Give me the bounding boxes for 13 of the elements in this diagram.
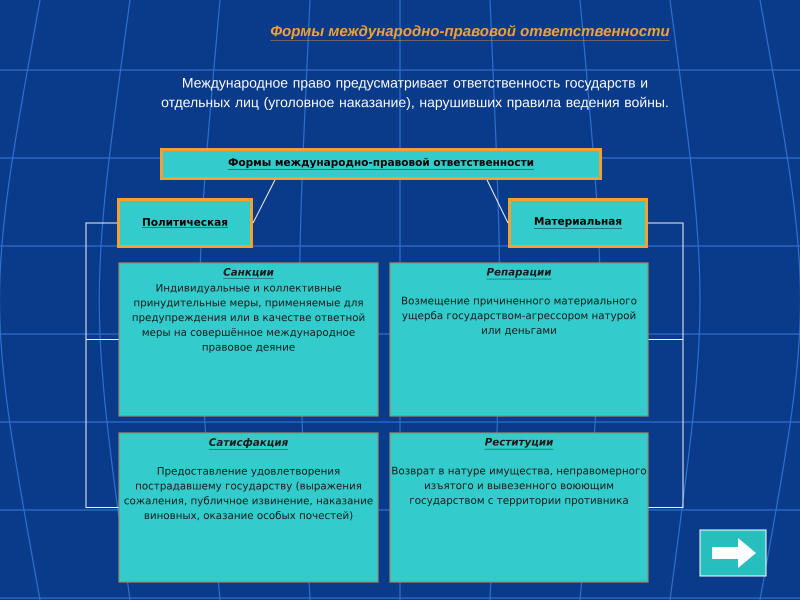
intro-paragraph: Международное право предусматривает ответственность государств и отдельных лиц (уголовное наказание), нарушивших правила ведения войны.: [162, 78, 668, 110]
description-box: Репарации Возмещение причиненного материального ущерба государством-агрессором натурой или деньгами: [389, 262, 649, 417]
category-box: Формы международно-правовой ответственности: [160, 148, 602, 180]
category-box: Материальная: [508, 198, 648, 248]
description-box: Санкции Индивидуальные и коллективные принудительные меры, применяемые для предупреждения или в качестве ответной меры на совершённое международное правовое деяние: [118, 262, 379, 417]
connector-line: [648, 222, 684, 508]
category-box: Политическая: [117, 198, 253, 248]
connector-line: [486, 180, 508, 224]
connector-line: [252, 180, 276, 224]
description-box: Реституции Возврат в натуре имущества, неправомерного изъятого и вывезенного воюющим государством с территории противника: [389, 432, 649, 583]
title: Формы международно-правовой ответственности: [270, 24, 670, 41]
connector-line: [86, 222, 119, 508]
description-box: Сатисфакция Предоставление удовлетворения пострадавшему государству (выражения сожаления, публичное извинение, наказание виновных, оказание особых почестей): [118, 432, 379, 583]
